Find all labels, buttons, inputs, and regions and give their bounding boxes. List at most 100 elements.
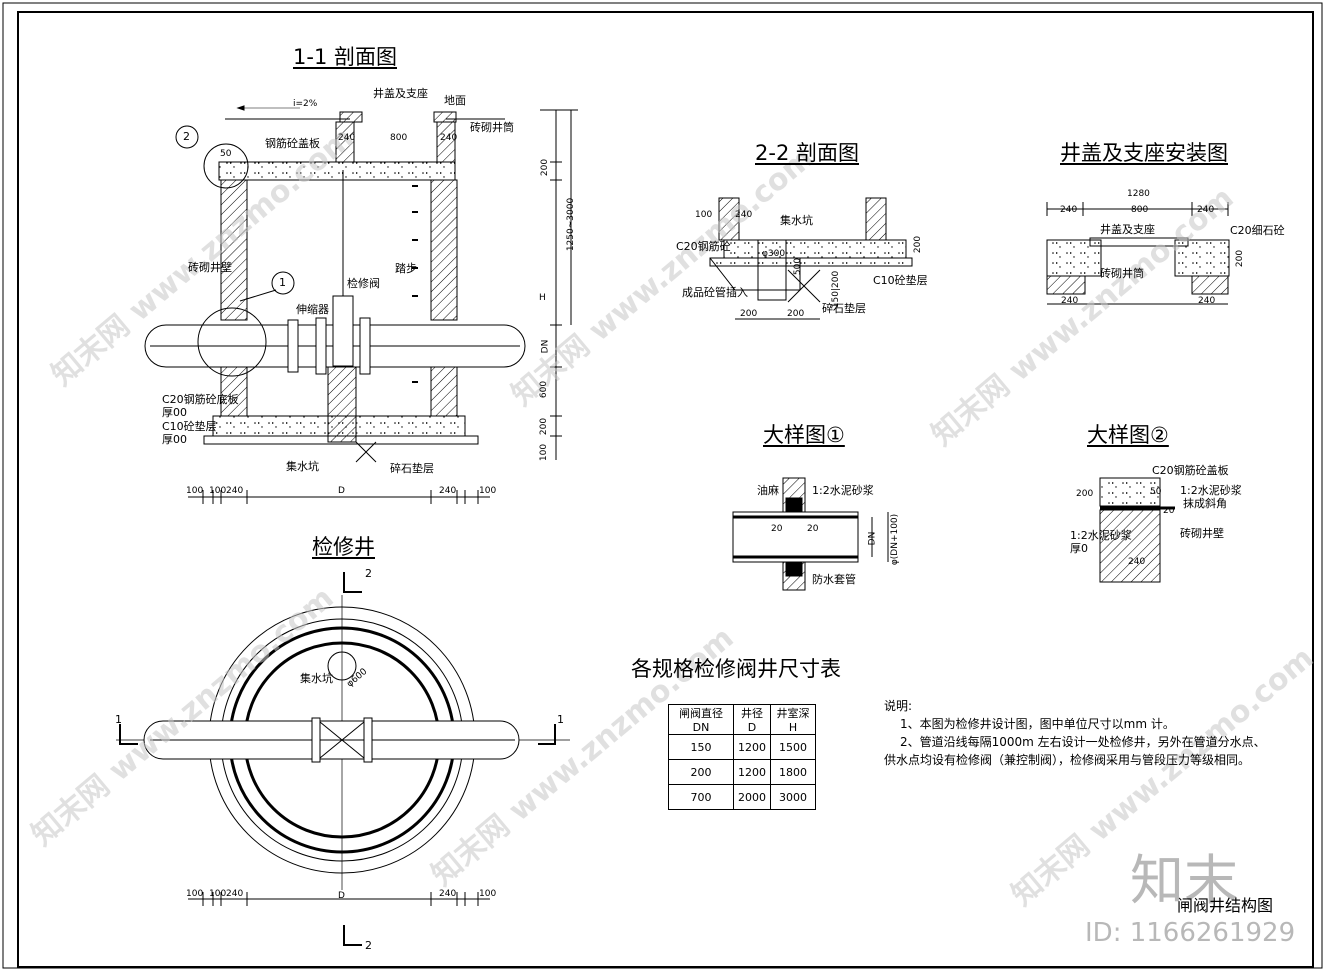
label-valve: 检修阀 <box>347 277 380 290</box>
dim-240a: 240 <box>338 133 356 143</box>
label-ground: 地面 <box>444 94 466 107</box>
callout-circle-1 <box>197 307 267 377</box>
d2-bevel: 抹成斜角 <box>1183 497 1227 510</box>
cov-1280: 1280 <box>1127 189 1150 199</box>
d2-rc: C20钢筋砼盖板 <box>1152 464 1229 477</box>
title-cover: 井盖及支座安装图 <box>1060 141 1228 165</box>
dim-240b: 240 <box>440 133 458 143</box>
bottom-dim-1: 100 <box>209 486 227 496</box>
table-cell: 1500 <box>770 734 816 760</box>
d2-thick: 厚0 <box>1070 542 1088 555</box>
table-row: 150 1200 1500 <box>668 734 816 760</box>
plan-view <box>116 572 570 946</box>
title-table: 各规格检修阀井尺寸表 <box>631 657 841 681</box>
notes-head: 说明: <box>884 699 913 713</box>
cov-shaft: 砖砌井筒 <box>1100 267 1144 280</box>
d2-20: 20 <box>1163 506 1175 516</box>
notes-1: 1、本图为检修井设计图，图中单位尺寸以mm 计。 <box>900 717 1175 731</box>
s22-200: 200 <box>913 235 924 254</box>
cov-b240a: 240 <box>1061 296 1079 306</box>
plan-dim-0: 100 <box>186 889 204 899</box>
table-cell: 1800 <box>770 759 816 785</box>
d2-mortar: 1:2水泥砂浆 <box>1180 484 1242 497</box>
s22-gravel: 碎石垫层 <box>822 302 866 315</box>
cov-200: 200 <box>1235 249 1246 268</box>
d1-mortar: 1:2水泥砂浆 <box>812 484 874 497</box>
s22-pit: 集水坑 <box>780 214 813 227</box>
label-brick-shaft: 砖砌井筒 <box>470 121 514 134</box>
title-detail-2: 大样图② <box>1087 423 1169 447</box>
label-c20: C20钢筋砼底板 <box>162 393 239 406</box>
d2-50: 50 <box>1150 487 1162 497</box>
s22-pipe: 成品砼管插入 <box>682 286 748 299</box>
label-cover: 井盖及支座 <box>373 87 428 100</box>
steps-marks <box>412 185 418 383</box>
table-cell: 150 <box>668 734 734 760</box>
cov-lid: 井盖及支座 <box>1100 223 1155 236</box>
plan-pit: 集水坑 <box>300 672 333 685</box>
table-header-row: 闸阀直径DN 井径D 井室深H <box>668 704 816 735</box>
detail-1 <box>732 477 889 591</box>
label-pit: 集水坑 <box>286 460 319 473</box>
drawing-id: ID: 1166261929 <box>1085 918 1296 948</box>
d1-20a: 20 <box>771 524 783 534</box>
table-cell: 1200 <box>733 734 771 760</box>
dim-800: 800 <box>390 133 408 143</box>
s22-500: 500 <box>793 257 804 276</box>
d2-mortar2: 1:2水泥砂浆 <box>1070 529 1132 542</box>
dim-200b: 200 <box>539 417 550 436</box>
table-cell: 1200 <box>733 759 771 785</box>
label-slope: i=2% <box>293 99 318 109</box>
label-steps: 踏步 <box>395 262 417 275</box>
plan-dim-5: 100 <box>479 889 497 899</box>
title-2-2: 2-2 剖面图 <box>755 141 859 165</box>
s22-240: 240 <box>735 210 753 220</box>
s22-b1: 200 <box>740 309 758 319</box>
label-rc-cover: 钢筋砼盖板 <box>265 137 320 150</box>
d2-240: 240 <box>1128 557 1146 567</box>
table-cell: 2000 <box>733 784 771 810</box>
dim-200a: 200 <box>540 158 551 177</box>
plan-dim-4: 240 <box>439 889 457 899</box>
mark-2-circle <box>175 125 199 149</box>
mark-1: 1 <box>279 276 286 289</box>
plan-dim-1: 100 <box>209 889 227 899</box>
d1-20b: 20 <box>807 524 819 534</box>
label-c10: C10砼垫层 <box>162 420 217 433</box>
label-brick-wall: 砖砌井壁 <box>188 261 232 274</box>
spec-table: 闸阀直径DN 井径D 井室深H 150 1200 1500 200 1200 1… <box>668 704 816 810</box>
d2-wall: 砖砌井壁 <box>1180 527 1224 540</box>
plan-2-bottom: 2 <box>365 939 372 952</box>
dim-50: 50 <box>220 149 232 159</box>
plan-2-top: 2 <box>365 567 372 580</box>
dim-100: 100 <box>539 443 550 462</box>
table-row: 200 1200 1800 <box>668 759 816 785</box>
d2-200: 200 <box>1076 489 1094 499</box>
mark-1-circle <box>271 271 295 295</box>
bottom-dim-5: 100 <box>479 486 497 496</box>
mark-2: 2 <box>183 130 190 143</box>
notes-2b: 供水点均设有检修阀（兼控制阀），检修阀采用与管段压力等级相同。 <box>884 753 1251 767</box>
plan-1-left: 1 <box>115 713 122 726</box>
label-gravel: 碎石垫层 <box>390 462 434 475</box>
d1-DN: DN <box>867 531 878 546</box>
section-1-1 <box>144 105 578 504</box>
title-detail-1: 大样图① <box>763 423 845 447</box>
table-header-cell: 闸阀直径DN <box>668 704 734 735</box>
bottom-dim-3: D <box>338 486 345 496</box>
dim-H: H <box>539 293 546 303</box>
detail-2 <box>1099 477 1175 583</box>
title-plan: 检修井 <box>312 535 375 559</box>
d1-sleeve: 防水套管 <box>812 573 856 586</box>
cover-install <box>1046 202 1230 305</box>
table-header-cell: 井径D <box>733 704 771 735</box>
brand-logo: 知末 <box>1130 849 1238 912</box>
dim-1250: 1250~3000 <box>566 197 577 252</box>
cov-b240b: 240 <box>1198 296 1216 306</box>
dim-DN: DN <box>540 339 551 354</box>
dim-600: 600 <box>539 380 550 399</box>
title-1-1: 1-1 剖面图 <box>293 45 397 69</box>
bottom-dim-2: 240 <box>226 486 244 496</box>
inner-frame <box>17 11 1314 968</box>
